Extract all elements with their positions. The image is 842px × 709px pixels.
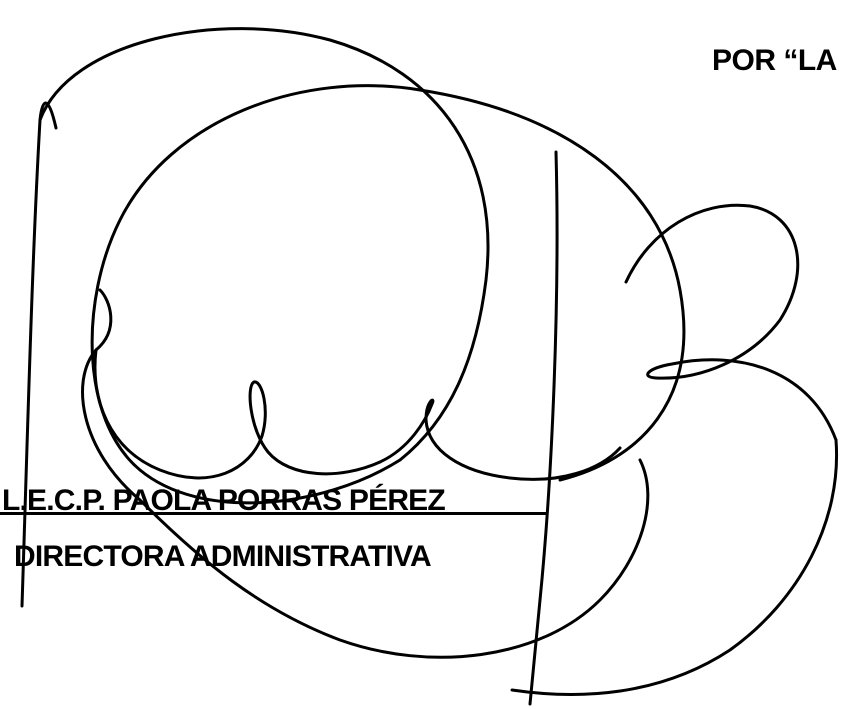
signature-stroke [624, 203, 838, 442]
signature-stroke [93, 348, 622, 481]
header-text-fragment: POR “LA [712, 44, 837, 77]
signature-stroke [94, 288, 113, 352]
signature-stroke [90, 84, 686, 505]
signature-stroke [528, 150, 559, 706]
signature-stroke [38, 27, 490, 462]
signature-stroke [20, 101, 58, 608]
signature-line [0, 512, 548, 515]
signer-title: DIRECTORA ADMINISTRATIVA [14, 540, 432, 573]
signature-stroke [510, 438, 839, 696]
